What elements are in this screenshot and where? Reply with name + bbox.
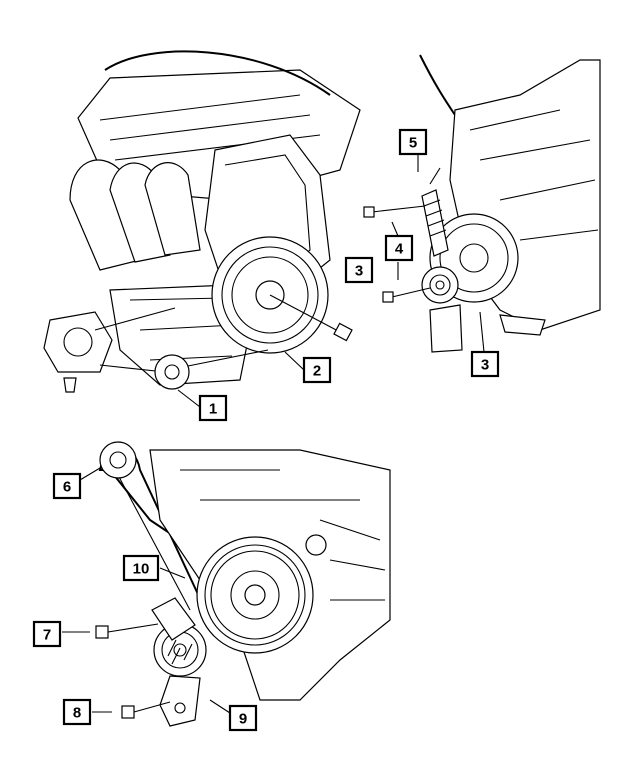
- callout-label: 3: [355, 263, 363, 280]
- callout-label: 3: [481, 357, 489, 374]
- callout-5: 5: [398, 128, 428, 156]
- callout-2: 2: [302, 356, 332, 384]
- callout-label: 2: [313, 363, 321, 380]
- callout-3-left: 3: [344, 256, 374, 284]
- callout-10: 10: [122, 554, 160, 582]
- callout-4: 4: [384, 234, 414, 262]
- callout-label: 7: [43, 627, 51, 644]
- engine-overview-illustration: [43, 50, 361, 393]
- callout-label: 1: [209, 401, 217, 418]
- callout-label: 5: [409, 135, 417, 152]
- callout-1: 1: [198, 394, 228, 422]
- callout-6: 6: [52, 472, 82, 500]
- callout-3-right: 3: [470, 350, 500, 378]
- callout-label: 10: [133, 561, 150, 578]
- callout-label: 8: [73, 705, 81, 722]
- callout-9: 9: [228, 704, 258, 732]
- leader-lines: [62, 154, 485, 714]
- callout-label: 9: [239, 711, 247, 728]
- callout-label: 4: [395, 241, 404, 258]
- tensioner-detail-illustration: [363, 54, 601, 353]
- callout-7: 7: [32, 620, 62, 648]
- callout-label: 6: [63, 479, 71, 496]
- belt-routing-illustration: [95, 441, 391, 727]
- callout-8: 8: [62, 698, 92, 726]
